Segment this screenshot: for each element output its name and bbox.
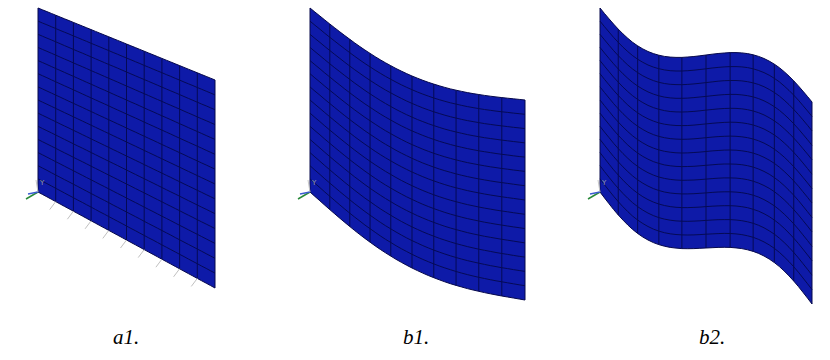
mesh-line xyxy=(310,126,525,228)
mesh-line xyxy=(310,113,525,214)
plate-surface xyxy=(310,8,525,300)
mesh-line xyxy=(310,166,525,272)
axis-line xyxy=(298,192,310,199)
mesh-line xyxy=(38,100,215,184)
constraint-mark xyxy=(85,221,91,229)
axis-label: Y xyxy=(40,180,44,187)
mesh-line xyxy=(600,139,812,246)
mesh-line xyxy=(600,100,812,203)
mesh-line xyxy=(600,74,812,174)
mesh-line xyxy=(310,153,525,258)
axis-line xyxy=(308,180,310,192)
axis-line xyxy=(590,192,600,194)
plate-mesh xyxy=(26,8,215,288)
mesh-line xyxy=(38,21,215,95)
mesh-line xyxy=(600,153,812,261)
axis-line xyxy=(36,180,38,192)
mesh-line xyxy=(600,47,812,145)
plate-mesh xyxy=(588,8,812,304)
plate-mesh xyxy=(298,8,525,300)
constraint-mark xyxy=(191,278,197,286)
axis-label: Y xyxy=(602,180,606,187)
constraint-mark xyxy=(121,240,127,248)
mesh-line xyxy=(38,179,215,273)
mesh-line xyxy=(310,87,525,186)
axis-line xyxy=(300,192,310,194)
mesh-line xyxy=(600,166,812,275)
mesh-line xyxy=(310,139,525,243)
mesh-line xyxy=(600,61,812,160)
mesh-line xyxy=(38,113,215,199)
mesh-line xyxy=(310,47,525,142)
plate-surface xyxy=(600,8,812,304)
figure-caption: b2. xyxy=(699,327,725,348)
mesh-line xyxy=(38,166,215,259)
mesh-line xyxy=(600,34,812,131)
constraint-mark xyxy=(67,211,73,219)
mesh-line xyxy=(38,87,215,169)
mesh-line xyxy=(310,100,525,200)
axis-line xyxy=(588,192,600,199)
constraint-mark xyxy=(50,202,56,210)
mesh-line xyxy=(310,34,525,128)
mesh-line xyxy=(38,139,215,228)
mesh-line xyxy=(600,87,812,189)
constraint-mark xyxy=(103,230,109,238)
figure-caption: a1. xyxy=(113,327,139,348)
mesh-line xyxy=(600,179,812,290)
mesh-line xyxy=(38,126,215,213)
mesh-line xyxy=(310,74,525,172)
axis-line xyxy=(26,192,38,199)
mesh-line xyxy=(38,153,215,244)
plate-surface xyxy=(38,8,215,288)
constraint-mark xyxy=(138,250,144,258)
axis-line xyxy=(598,180,600,192)
mesh-line xyxy=(600,126,812,232)
mesh-line xyxy=(310,179,525,286)
axis-label: Y xyxy=(312,180,316,187)
mesh-line xyxy=(310,61,525,158)
constraint-mark xyxy=(156,259,162,267)
axis-line xyxy=(28,192,38,194)
figure-caption: b1. xyxy=(403,327,429,348)
constraint-mark xyxy=(174,269,180,277)
